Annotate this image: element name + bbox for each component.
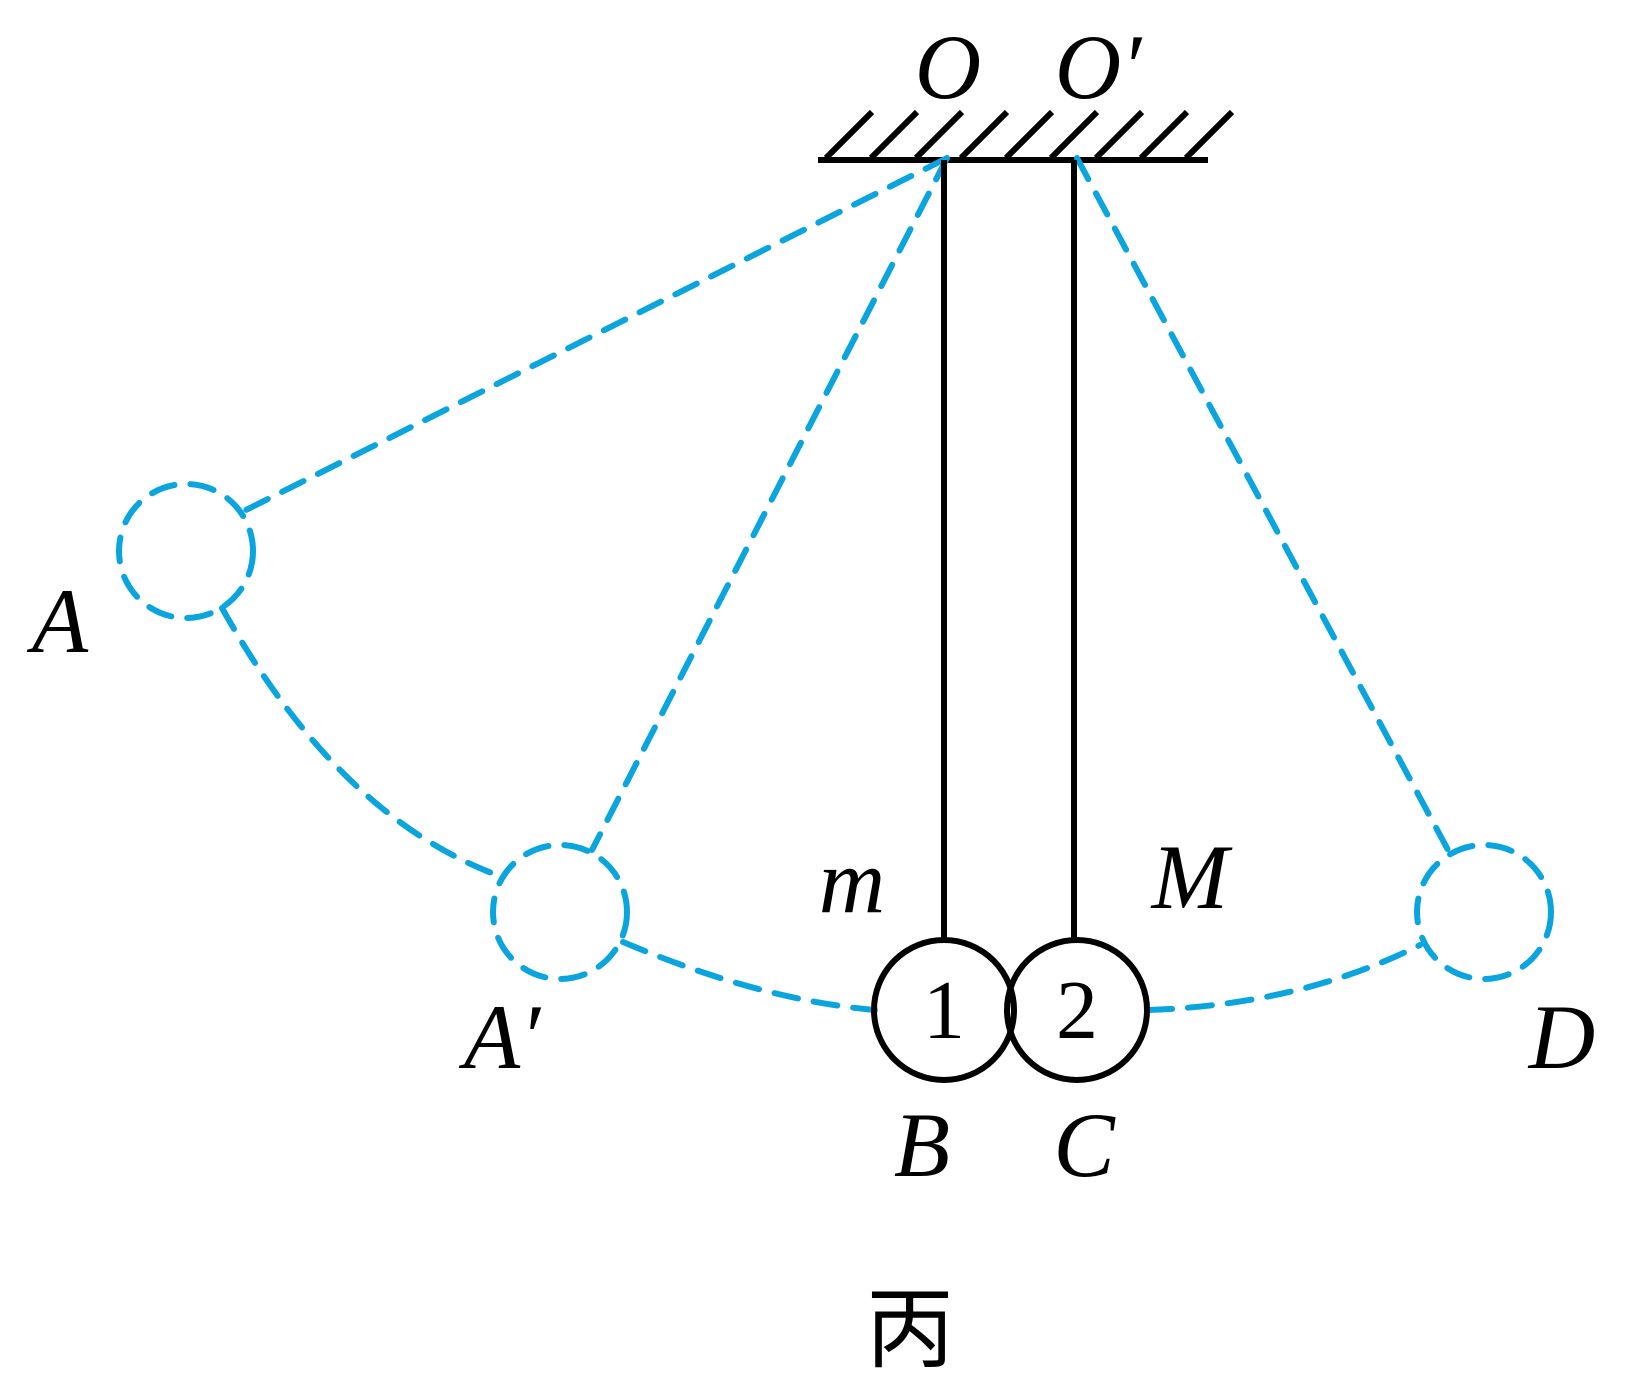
ball-2: 2: [1004, 937, 1150, 1083]
ball-1: 1: [871, 937, 1017, 1083]
ceiling-support: [818, 109, 1235, 163]
label-B: B: [894, 1094, 950, 1196]
ball-ghost-A-prime: [490, 842, 630, 982]
ball-ghost-A: [116, 481, 256, 621]
ball-1-number: 1: [923, 964, 965, 1057]
string-to-position-A-prime: [589, 155, 950, 853]
figure-caption: 丙: [866, 1278, 954, 1381]
swing-arc-A-prime-to-B: [620, 939, 878, 1013]
string-to-position-D: [1074, 155, 1451, 853]
ball-2-number: 2: [1056, 964, 1098, 1057]
ball-ghost-D: [1414, 842, 1554, 982]
string-to-position-A: [239, 155, 950, 515]
label-mass-m: m: [819, 830, 885, 932]
dashed-paths: [116, 155, 1554, 1013]
swing-arc-C-to-D: [1145, 942, 1423, 1013]
label-pivot-O: O: [915, 16, 981, 118]
label-D: D: [1527, 986, 1595, 1088]
ceiling-hatching: [823, 109, 1235, 161]
swing-arc-A-to-A-prime: [219, 605, 508, 881]
label-pivot-O-prime: O′: [1055, 16, 1143, 118]
label-A-prime: A′: [458, 986, 542, 1088]
label-mass-M: M: [1150, 826, 1233, 928]
label-C: C: [1053, 1094, 1116, 1196]
label-A: A: [26, 570, 89, 672]
